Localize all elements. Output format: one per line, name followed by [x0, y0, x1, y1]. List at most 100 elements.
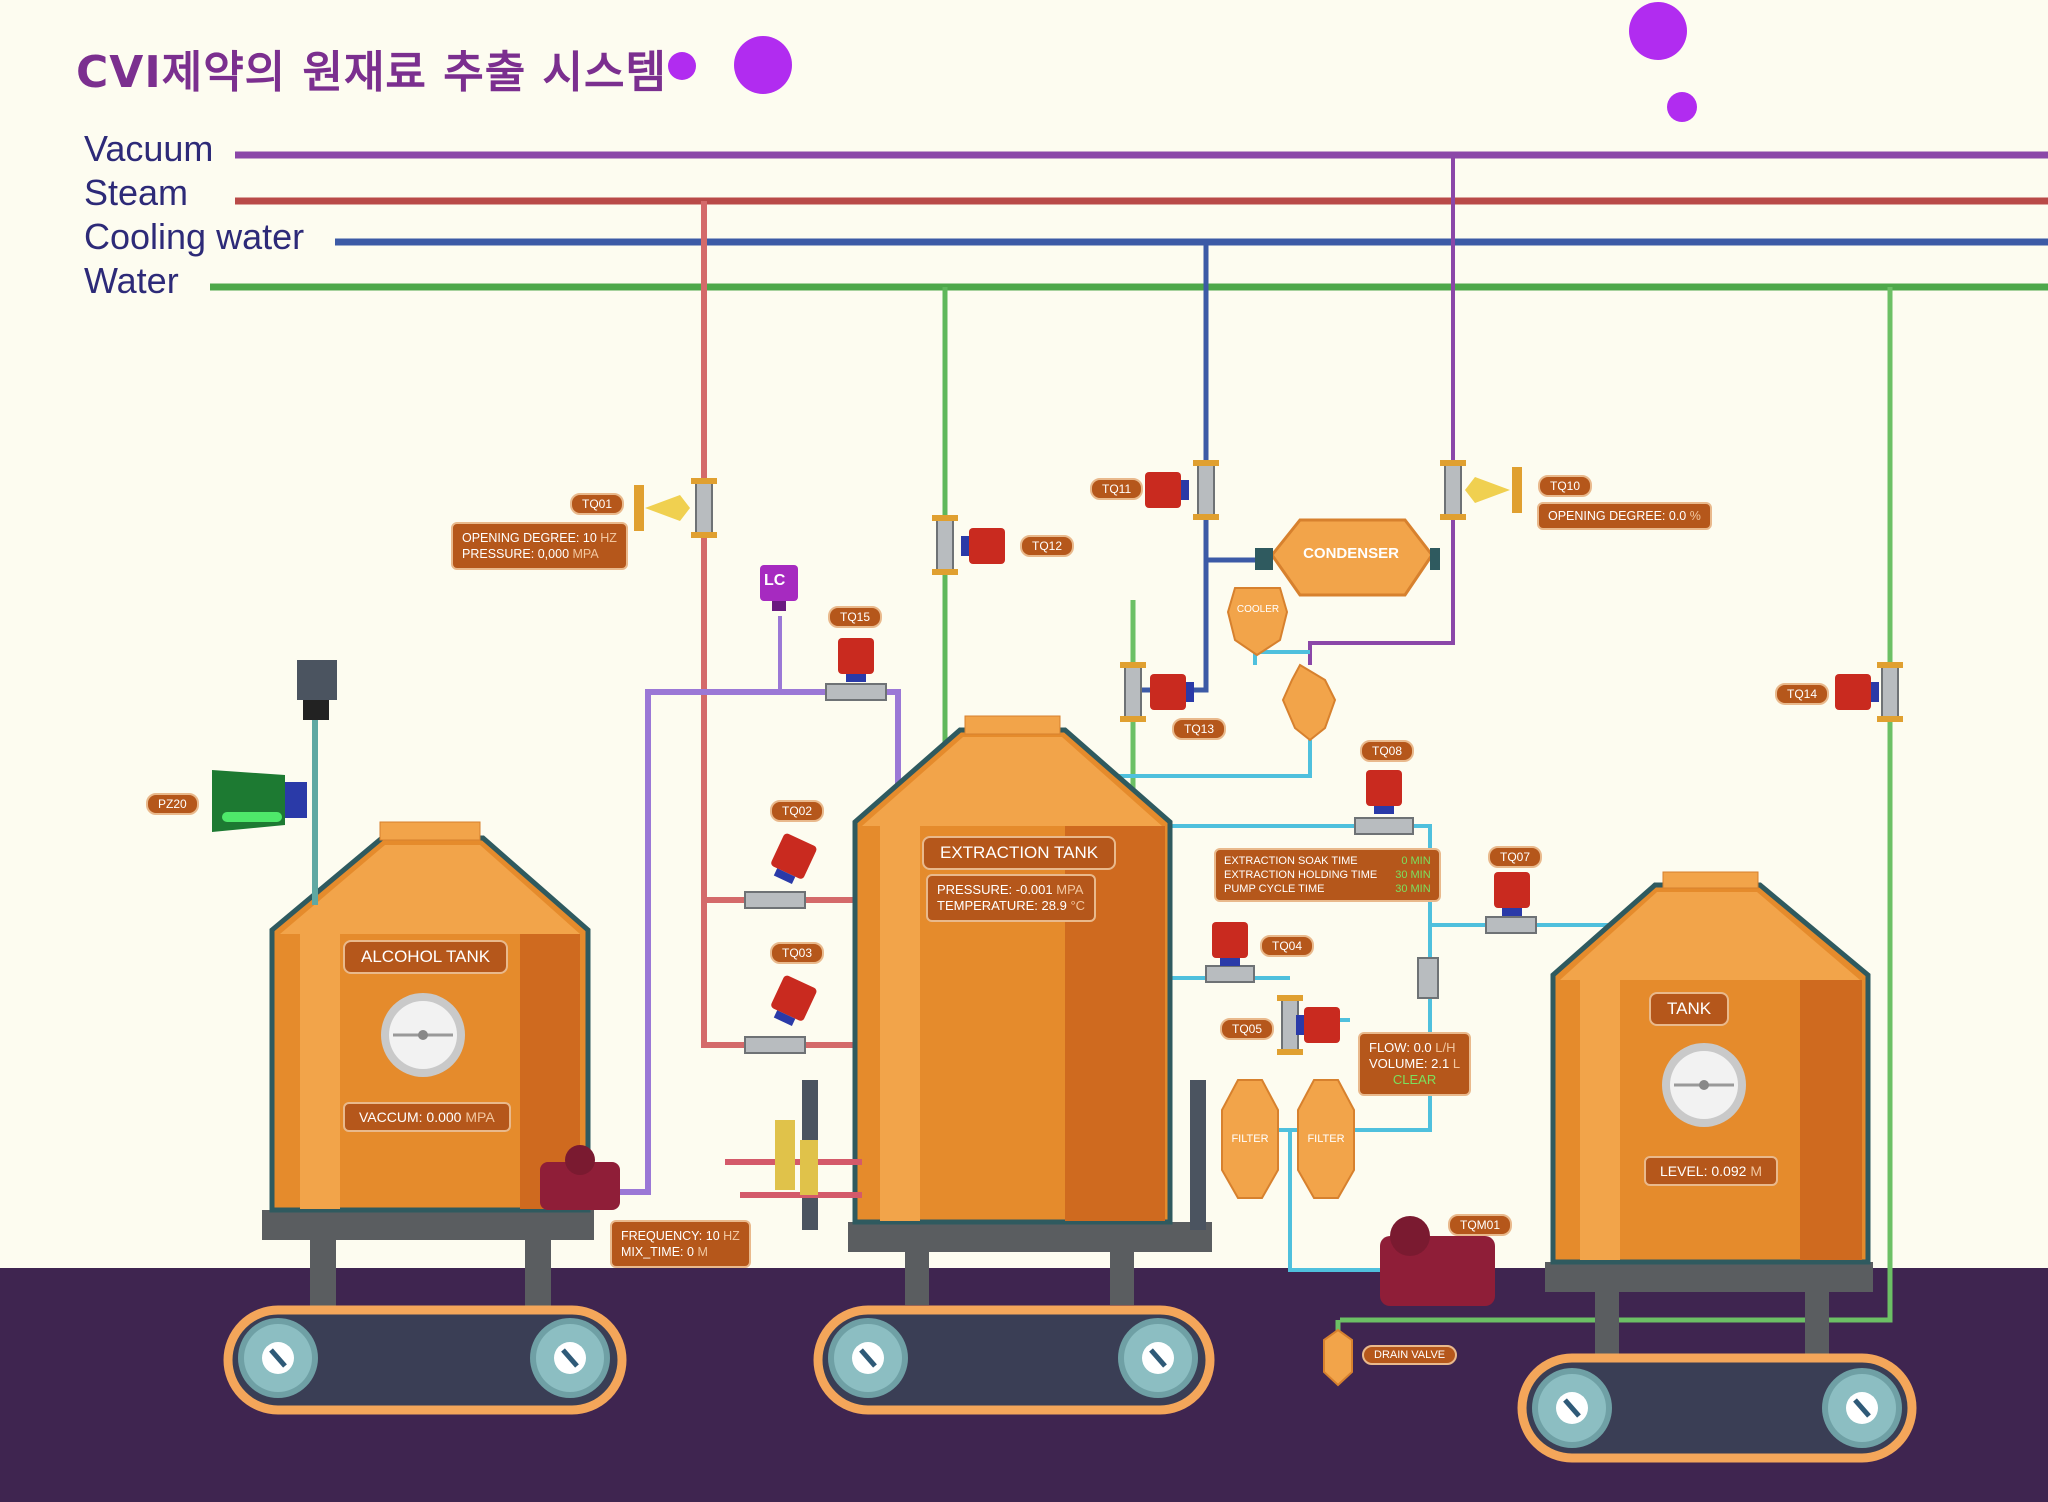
filter-1	[1221, 1079, 1279, 1199]
level-label: LEVEL:	[1660, 1163, 1708, 1179]
temperature-label: TEMPERATURE:	[937, 898, 1038, 913]
inline-valve[interactable]	[1417, 957, 1439, 999]
timing-panel: EXTRACTION SOAK TIME 0 MIN EXTRACTION HOL…	[1214, 848, 1441, 902]
gear-icon	[238, 1318, 318, 1398]
pump-icon	[540, 1145, 620, 1210]
extraction-tank	[802, 715, 1212, 1305]
alcohol-tank-tread	[223, 1305, 627, 1415]
tq11-actuator[interactable]	[1145, 472, 1189, 508]
opening-degree-unit: %	[1689, 509, 1701, 523]
pz20-tag[interactable]: PZ20	[146, 793, 199, 815]
pressure-label: PRESSURE:	[937, 882, 1013, 897]
page-title: CVI제약의 원재료 추출 시스템	[76, 47, 667, 98]
manifold	[725, 1120, 862, 1198]
decor-dot	[668, 52, 696, 80]
steam-label: Steam	[84, 172, 189, 213]
pressure-label: PRESSURE:	[462, 547, 535, 561]
pressure-value: -0.001	[1015, 882, 1053, 897]
tq01-panel: OPENING DEGREE: 10 HZ PRESSURE: 0,000 MP…	[451, 522, 628, 570]
tq10-valve[interactable]	[1439, 459, 1467, 521]
drain-valve-tag[interactable]: DRAIN VALVE	[1362, 1345, 1458, 1365]
tq04-tag[interactable]: TQ04	[1260, 935, 1315, 957]
cooler-label: COOLER	[1236, 604, 1280, 615]
mix-time-unit: M	[697, 1245, 708, 1259]
drain-valve	[1323, 1328, 1353, 1387]
tq08-valve[interactable]	[1354, 770, 1414, 835]
tq05-valve[interactable]	[1276, 994, 1340, 1056]
tq14-actuator[interactable]	[1835, 674, 1879, 710]
tq07-valve[interactable]	[1485, 872, 1537, 934]
tq15-valve[interactable]	[825, 638, 887, 701]
condenser	[1255, 518, 1440, 597]
extraction-tank-panel: PRESSURE: -0.001 MPA TEMPERATURE: 28.9 °…	[926, 874, 1097, 922]
vacuum-label-text: VACCUM:	[359, 1109, 423, 1125]
tqm01-tag[interactable]: TQM01	[1448, 1214, 1513, 1236]
filter-2-label: FILTER	[1307, 1133, 1345, 1145]
filter-1-label: FILTER	[1231, 1133, 1269, 1145]
tq01-tag[interactable]: TQ01	[570, 493, 625, 515]
soak-time-value: 0 MIN	[1401, 855, 1431, 867]
gear-icon	[828, 1318, 908, 1398]
tq12-actuator[interactable]	[961, 528, 1005, 564]
opening-degree-value: 0.0	[1668, 509, 1687, 523]
tqm01-pump	[1380, 1216, 1495, 1306]
tq03-tag[interactable]: TQ03	[770, 942, 825, 964]
tq07-tag[interactable]: TQ07	[1488, 846, 1543, 868]
alcohol-tank	[262, 821, 594, 1310]
pump-cycle-value: 30 MIN	[1395, 883, 1431, 895]
water-label: Water	[84, 260, 179, 301]
volume-value: 2.1	[1431, 1056, 1450, 1071]
soak-time-label: EXTRACTION SOAK TIME	[1224, 855, 1358, 867]
alcohol-tank-title: ALCOHOL TANK	[343, 940, 509, 974]
tq04-valve[interactable]	[1205, 922, 1255, 983]
holding-time-value: 30 MIN	[1395, 869, 1431, 881]
opening-degree-label: OPENING DEGREE:	[462, 531, 580, 545]
tq03-valve[interactable]	[744, 974, 818, 1054]
tq05-tag[interactable]: TQ05	[1220, 1018, 1275, 1040]
opening-degree-unit: HZ	[600, 531, 617, 545]
pressure-unit: MPA	[572, 547, 599, 561]
tq11-tag[interactable]: TQ11	[1090, 478, 1144, 500]
level-value: 0.092	[1711, 1163, 1747, 1179]
flow-value: 0.0	[1413, 1040, 1432, 1055]
volume-label: VOLUME:	[1369, 1056, 1428, 1071]
decor-dot	[1667, 92, 1697, 122]
tq13-actuator[interactable]	[1150, 674, 1194, 710]
tq10-tag[interactable]: TQ10	[1538, 475, 1593, 497]
filter-2	[1297, 1079, 1355, 1199]
mix-time-label: MIX_TIME:	[621, 1245, 684, 1259]
tq10-actuator[interactable]	[1465, 467, 1522, 513]
tank-level-panel: LEVEL: 0.092 M	[1644, 1156, 1778, 1186]
tq01-valve[interactable]	[690, 477, 718, 539]
tq08-tag[interactable]: TQ08	[1360, 740, 1415, 762]
tq14-tag[interactable]: TQ14	[1775, 683, 1830, 705]
tq12-valve[interactable]	[931, 514, 959, 576]
condenser-label: CONDENSER	[1303, 545, 1399, 562]
gear-icon	[1532, 1368, 1612, 1448]
alcohol-tank-vacuum-panel: VACCUM: 0.000 MPA	[343, 1102, 511, 1132]
tq01-actuator[interactable]	[634, 485, 690, 531]
extraction-tank-tread	[813, 1305, 1215, 1415]
gear-icon	[1118, 1318, 1198, 1398]
decor-dot	[734, 36, 792, 94]
frequency-unit: HZ	[723, 1229, 740, 1243]
cooler	[1226, 587, 1289, 657]
tq02-tag[interactable]: TQ02	[770, 800, 825, 822]
clear-button[interactable]: CLEAR	[1392, 1072, 1437, 1087]
tq15-tag[interactable]: TQ15	[828, 606, 883, 628]
tq02-valve[interactable]	[744, 832, 818, 909]
pump-panel: FREQUENCY: 10 HZ MIX_TIME: 0 M	[610, 1220, 751, 1268]
tq14-valve[interactable]	[1876, 661, 1904, 723]
pump-cycle-label: PUMP CYCLE TIME	[1224, 883, 1325, 895]
decor-dot	[1629, 2, 1687, 60]
holding-time-label: EXTRACTION HOLDING TIME	[1224, 869, 1378, 881]
receiver-vessel	[1281, 663, 1337, 742]
pz20-sensor	[212, 660, 337, 905]
tq13-tag[interactable]: TQ13	[1172, 718, 1227, 740]
vacuum-value: 0.000	[426, 1109, 462, 1125]
gear-icon	[1822, 1368, 1902, 1448]
tq10-panel: OPENING DEGREE: 0.0 %	[1537, 502, 1712, 530]
pressure-unit: MPA	[1056, 882, 1084, 897]
tq12-tag[interactable]: TQ12	[1020, 535, 1075, 557]
tq11-valve[interactable]	[1192, 459, 1220, 521]
